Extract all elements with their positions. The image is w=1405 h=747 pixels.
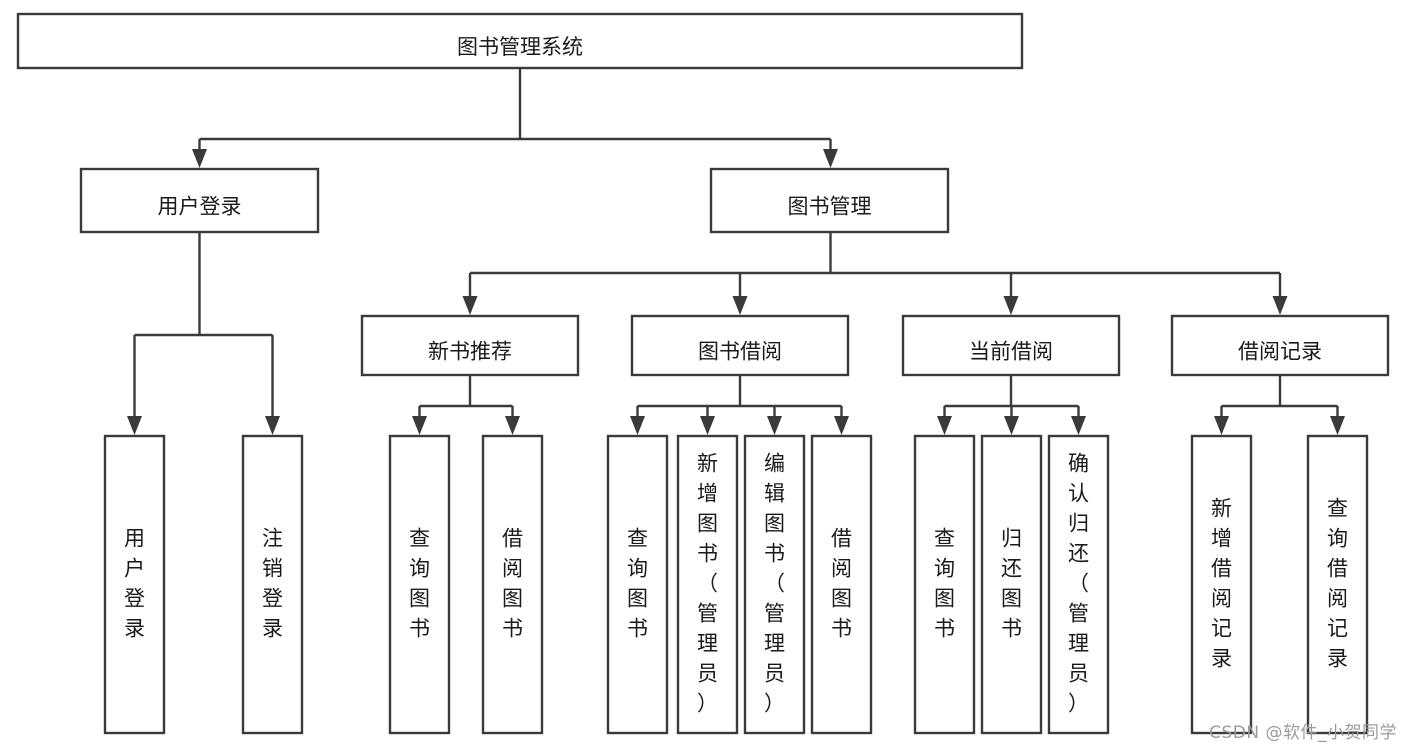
arrow-head-icon: [462, 296, 478, 315]
node-label: 借阅图书: [831, 527, 852, 641]
node-leaf-borrow-book-recommend[interactable]: 借阅图书: [481, 434, 544, 735]
arrow-head-icon: [823, 149, 838, 168]
node-new-book-recommend[interactable]: 新书推荐: [360, 314, 580, 377]
diagram-nodes-group: 图书管理系统用户登录图书管理新书推荐图书借阅当前借阅借阅记录用户登录注销登录查询…: [16, 12, 1390, 735]
node-box: [913, 434, 976, 735]
node-box: [743, 434, 806, 735]
node-label: 查询图书: [409, 527, 430, 641]
node-label: 新增借阅记录: [1211, 497, 1232, 671]
node-box: [1047, 434, 1110, 735]
arrow-head-icon: [1003, 296, 1019, 315]
node-leaf-query-book-current[interactable]: 查询图书: [913, 434, 976, 735]
node-box: [1170, 314, 1390, 377]
node-label: 用户登录: [158, 195, 242, 219]
node-label: 借阅记录: [1238, 340, 1322, 364]
node-book-borrow[interactable]: 图书借阅: [630, 314, 850, 377]
node-label: 用户登录: [124, 527, 145, 641]
node-leaf-query-book-borrow[interactable]: 查询图书: [606, 434, 669, 735]
node-box: [79, 167, 320, 234]
node-label: 编辑图书（管理员）: [764, 452, 785, 716]
node-box: [481, 434, 544, 735]
arrow-head-icon: [630, 416, 645, 435]
node-borrow-record[interactable]: 借阅记录: [1170, 314, 1390, 377]
node-box: [901, 314, 1121, 377]
node-leaf-add-book[interactable]: 新增图书（管理员）: [676, 434, 739, 735]
node-leaf-borrow-book[interactable]: 借阅图书: [810, 434, 873, 735]
node-leaf-user-login[interactable]: 用户登录: [103, 434, 166, 735]
arrow-head-icon: [1004, 416, 1019, 435]
node-label: 查询借阅记录: [1327, 497, 1348, 671]
arrow-head-icon: [265, 416, 280, 435]
node-box: [1306, 434, 1369, 735]
arrow-head-icon: [127, 416, 142, 435]
node-label: 查询图书: [934, 527, 955, 641]
node-box: [360, 314, 580, 377]
node-box: [810, 434, 873, 735]
arrow-head-icon: [732, 296, 748, 315]
node-box: [709, 167, 950, 234]
node-box: [1190, 434, 1253, 735]
node-leaf-edit-book[interactable]: 编辑图书（管理员）: [743, 434, 806, 735]
node-box: [103, 434, 166, 735]
node-label: 确认归还（管理员）: [1068, 452, 1089, 716]
node-leaf-query-borrow-record[interactable]: 查询借阅记录: [1306, 434, 1369, 735]
arrow-head-icon: [1330, 416, 1345, 435]
node-label: 图书管理: [788, 195, 872, 219]
node-box: [630, 314, 850, 377]
arrow-head-icon: [767, 416, 782, 435]
node-label: 查询图书: [627, 527, 648, 641]
arrow-head-icon: [412, 416, 427, 435]
node-box: [606, 434, 669, 735]
node-label: 当前借阅: [969, 340, 1053, 364]
arrow-head-icon: [1071, 416, 1086, 435]
node-label: 注销登录: [262, 527, 283, 641]
node-label: 图书借阅: [698, 340, 782, 364]
arrow-head-icon: [834, 416, 849, 435]
arrow-head-icon: [937, 416, 952, 435]
node-leaf-confirm-return[interactable]: 确认归还（管理员）: [1047, 434, 1110, 735]
node-label: 归还图书: [1001, 527, 1022, 641]
node-current-borrow[interactable]: 当前借阅: [901, 314, 1121, 377]
arrow-head-icon: [700, 416, 715, 435]
node-box: [676, 434, 739, 735]
arrow-head-icon: [1214, 416, 1229, 435]
node-box: [980, 434, 1043, 735]
node-leaf-logout[interactable]: 注销登录: [241, 434, 304, 735]
node-leaf-add-borrow-record[interactable]: 新增借阅记录: [1190, 434, 1253, 735]
node-box: [388, 434, 451, 735]
node-book-manage[interactable]: 图书管理: [709, 167, 950, 234]
arrow-head-icon: [1272, 296, 1288, 315]
node-label: 图书管理系统: [457, 35, 583, 59]
node-label: 新增图书（管理员）: [697, 452, 718, 716]
arrow-heads-group: [127, 149, 1345, 435]
node-box: [241, 434, 304, 735]
node-leaf-return-book[interactable]: 归还图书: [980, 434, 1043, 735]
node-root[interactable]: 图书管理系统: [16, 12, 1024, 70]
node-user-login[interactable]: 用户登录: [79, 167, 320, 234]
node-label: 借阅图书: [502, 527, 523, 641]
node-box: [16, 12, 1024, 70]
node-label: 新书推荐: [428, 340, 512, 364]
node-leaf-query-book-recommend[interactable]: 查询图书: [388, 434, 451, 735]
arrow-head-icon: [192, 149, 207, 168]
arrow-head-icon: [505, 416, 520, 435]
